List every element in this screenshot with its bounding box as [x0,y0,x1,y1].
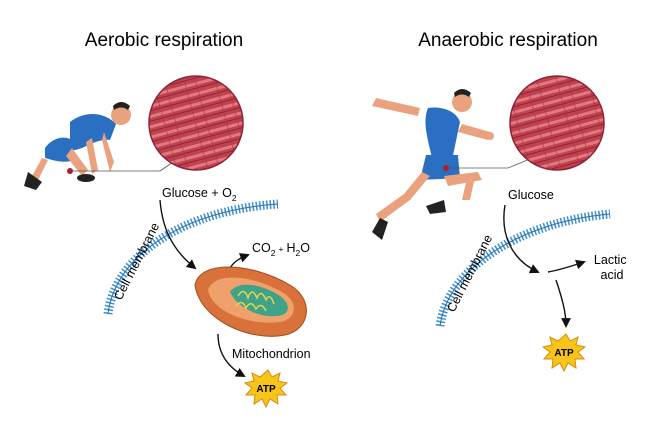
aerobic-atp-burst: ATP [243,369,289,409]
anaerobic-atp-label: ATP [554,348,574,359]
anaerobic-title: Anaerobic respiration [418,30,598,51]
aerobic-input-label: Glucose + O2 [162,186,237,203]
anaerobic-atp-arrow [555,279,571,328]
muscle-fiber-zoom [148,75,244,171]
aerobic-membrane-label: Cell membrane [111,220,162,302]
aerobic-atp-label: ATP [256,384,276,395]
anaerobic-byproduct-arrow [547,259,586,273]
muscle-fiber-zoom-anaerobic [509,75,605,171]
mitochondrion-illustration [194,266,307,337]
anaerobic-glucose-arrow [503,204,540,274]
anaerobic-atp-burst: ATP [541,333,587,373]
anaerobic-byproduct-label: Lactic acid [594,253,630,282]
anaerobic-cell-membrane: Cell membrane [435,209,611,327]
aerobic-title: Aerobic respiration [85,30,243,51]
anaerobic-membrane-label: Cell membrane [444,232,495,314]
aerobic-output-label: CO2+H2O [252,241,310,258]
aerobic-glucose-arrow [159,199,197,270]
sprinting-runner-illustration [372,89,533,240]
anaerobic-input-label: Glucose [508,188,554,202]
crouching-runner-illustration [24,102,177,190]
mitochondrion-label: Mitochondrion [232,347,311,361]
aerobic-atp-arrow [217,333,246,377]
